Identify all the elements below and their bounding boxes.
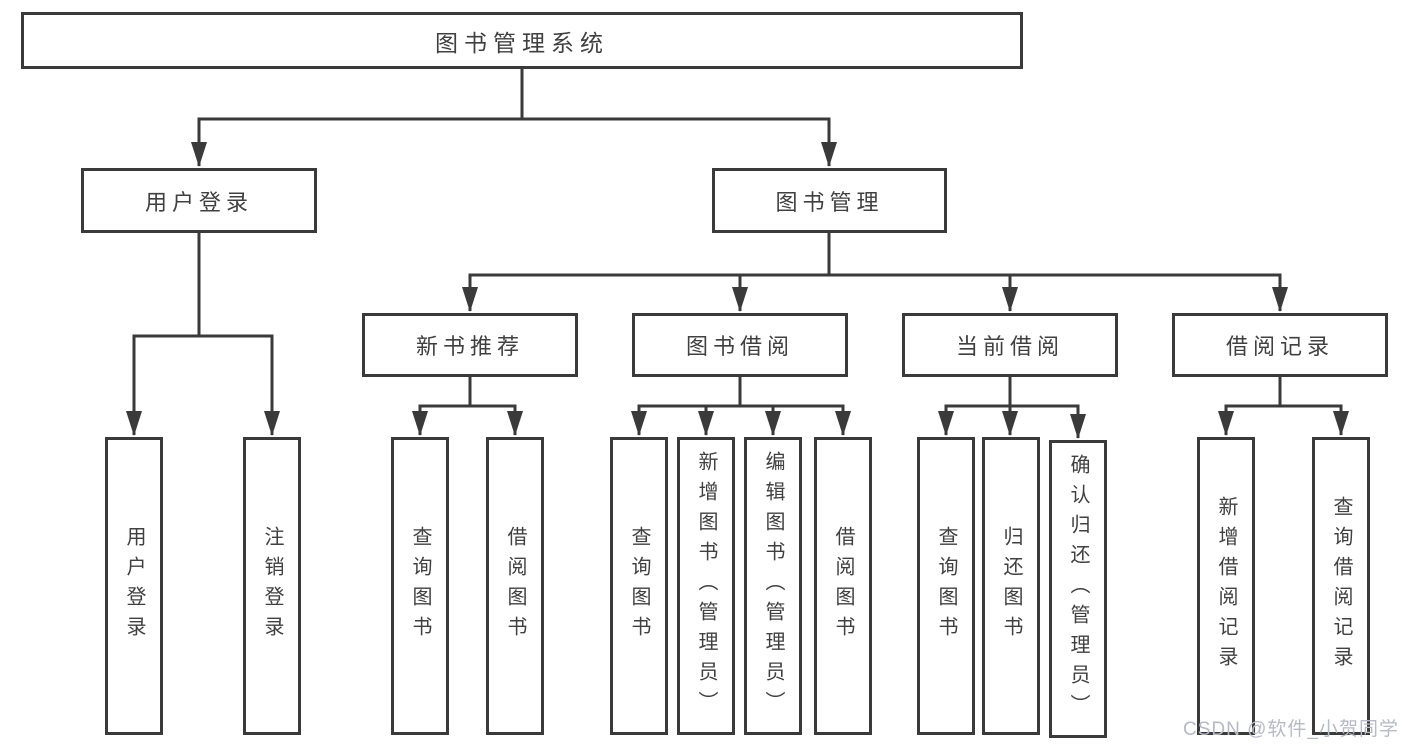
connector-book-borrow-to-leaves (631, 377, 851, 436)
connector-borrow-records-to-leaves (1218, 377, 1349, 436)
leaf-add-book-admin: 新增图书（管理员） (677, 437, 735, 735)
node-new-book-recommend: 新书推荐 (362, 313, 578, 377)
node-library-system: 图书管理系统 (21, 12, 1023, 69)
connector-new-book-recommend-to-leaves (412, 377, 523, 436)
connector-root-to-level2 (191, 69, 837, 167)
connector-user-login-to-leaves (126, 233, 280, 436)
leaf-add-borrow-record: 新增借阅记录 (1197, 437, 1255, 735)
csdn-watermark: CSDN @软件_小贺同学 (1183, 719, 1399, 740)
node-borrow-records: 借阅记录 (1172, 313, 1388, 377)
leaf-logout: 注销登录 (243, 437, 301, 735)
leaf-user-login: 用户登录 (105, 437, 163, 735)
leaf-query-books-recommend: 查询图书 (391, 437, 449, 735)
node-book-borrow: 图书借阅 (632, 313, 848, 377)
node-book-management: 图书管理 (712, 168, 947, 233)
leaf-query-books-borrow: 查询图书 (610, 437, 668, 735)
leaf-edit-book-admin: 编辑图书（管理员） (744, 437, 802, 735)
leaf-borrow-books-recommend: 借阅图书 (486, 437, 544, 735)
node-current-borrow: 当前借阅 (902, 313, 1118, 377)
leaf-query-books-current: 查询图书 (917, 437, 975, 735)
node-user-login: 用户登录 (81, 168, 317, 233)
leaf-confirm-return-admin: 确认归还（管理员） (1049, 440, 1107, 738)
connector-current-borrow-to-leaves (938, 377, 1086, 439)
leaf-borrow-books: 借阅图书 (814, 437, 872, 735)
leaf-return-book: 归还图书 (982, 437, 1040, 735)
connector-book-management-to-level3 (462, 233, 1288, 312)
leaf-query-borrow-record: 查询借阅记录 (1312, 437, 1370, 735)
